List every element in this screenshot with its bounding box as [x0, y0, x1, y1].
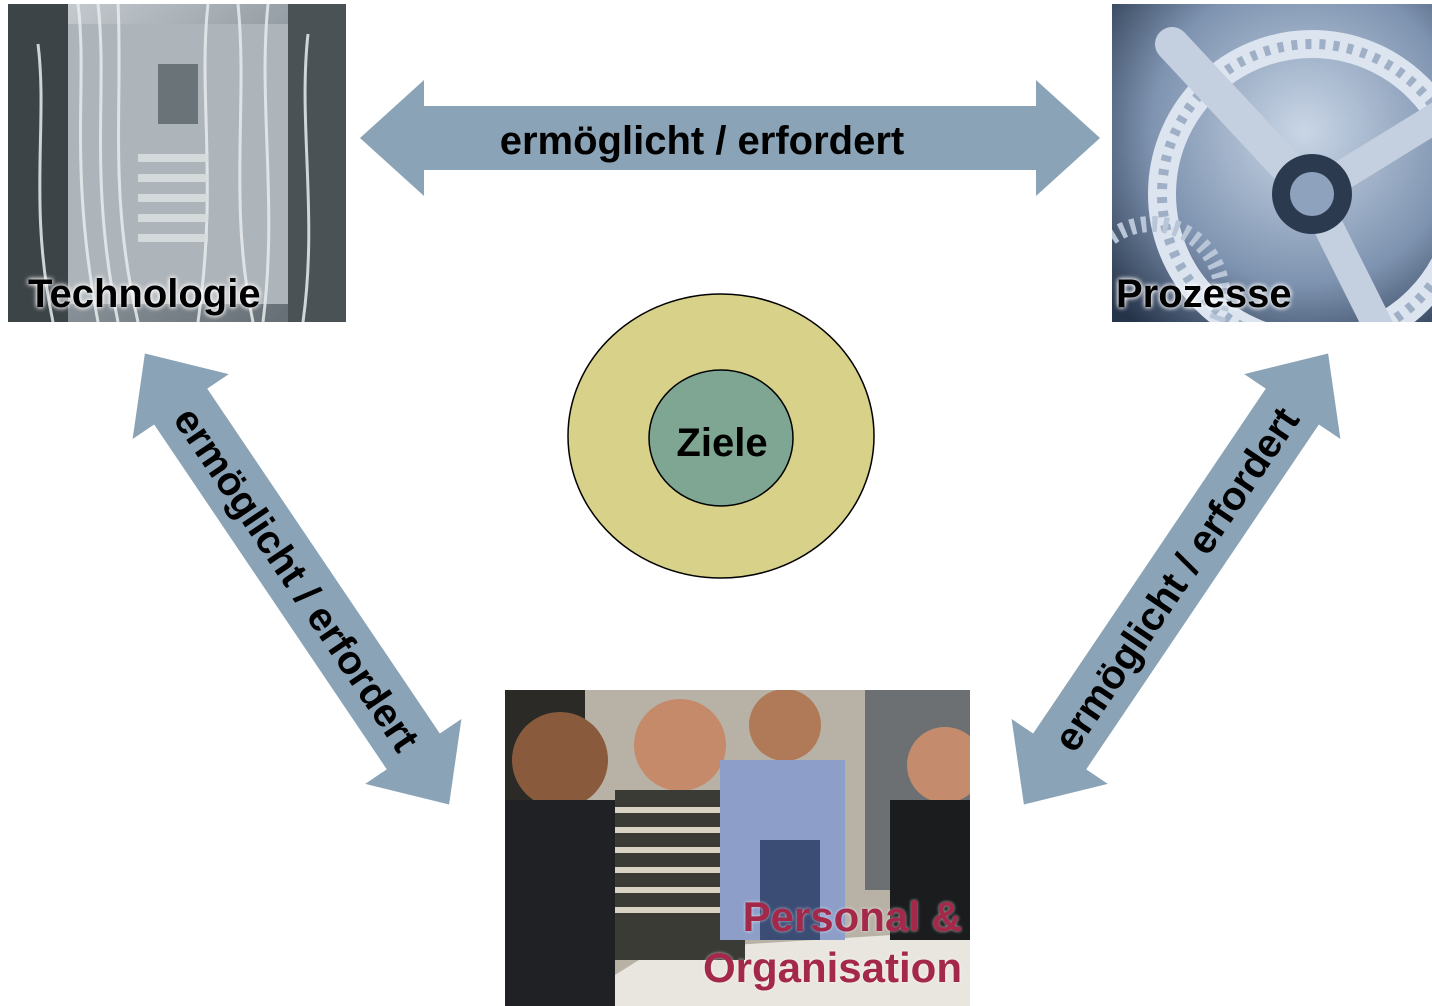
goals-label: Ziele — [676, 421, 767, 465]
processes-image: Prozesse — [1112, 4, 1432, 322]
processes-label: Prozesse — [1116, 272, 1292, 316]
edge-label-right: ermöglicht / erfordert — [1045, 400, 1308, 760]
arrow-technology-processes: ermöglicht / erfordert — [360, 80, 1100, 196]
personnel-label-line1: Personal & — [742, 893, 962, 940]
technology-image: Technologie — [8, 4, 346, 322]
personnel-label-line2: Organisation — [702, 944, 962, 991]
edge-label-left: ermöglicht / erfordert — [165, 400, 428, 760]
double-arrow-left — [132, 353, 462, 805]
arrow-technology-personnel: ermöglicht / erfordert — [132, 353, 462, 805]
double-arrow-top — [360, 80, 1100, 196]
double-arrow-right — [1011, 353, 1341, 805]
inner-circle — [648, 369, 794, 507]
edge-label-top: ermöglicht / erfordert — [500, 119, 905, 163]
technology-label: Technologie — [28, 272, 261, 316]
server-rack-illustration — [8, 4, 346, 322]
personnel-image: Personal & Organisation — [505, 690, 970, 1006]
team-meeting-illustration — [505, 690, 970, 1006]
arrow-processes-personnel: ermöglicht / erfordert — [1011, 353, 1341, 805]
goals-circle: Ziele — [567, 293, 875, 579]
gears-illustration — [1112, 4, 1432, 322]
